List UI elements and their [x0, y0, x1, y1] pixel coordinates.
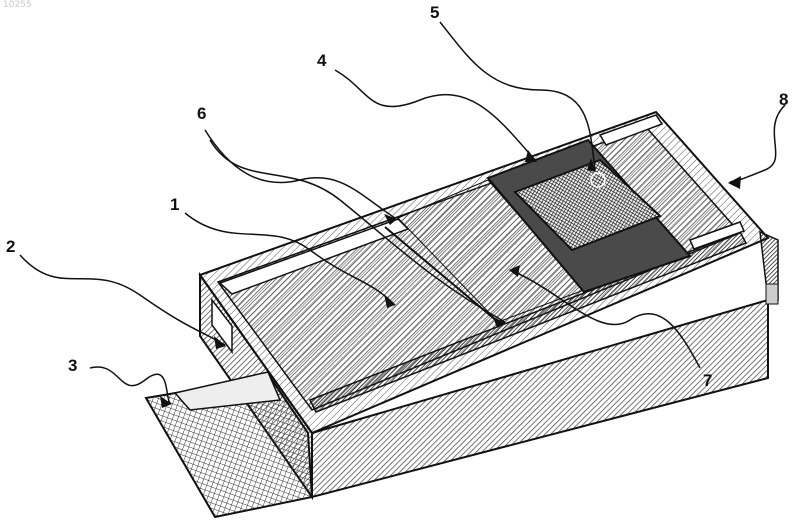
label-4: 4: [317, 52, 326, 69]
label-2: 2: [6, 238, 15, 255]
leader-8: [730, 105, 785, 182]
arrowhead-8: [728, 176, 741, 189]
label-5: 5: [430, 4, 439, 21]
label-3: 3: [68, 357, 77, 374]
label-6: 6: [197, 105, 206, 122]
end-tab: [766, 284, 778, 304]
label-8: 8: [779, 91, 788, 108]
label-7: 7: [703, 372, 712, 389]
label-1: 1: [170, 196, 179, 213]
leader-2: [20, 255, 225, 345]
leader-6a: [205, 130, 395, 218]
